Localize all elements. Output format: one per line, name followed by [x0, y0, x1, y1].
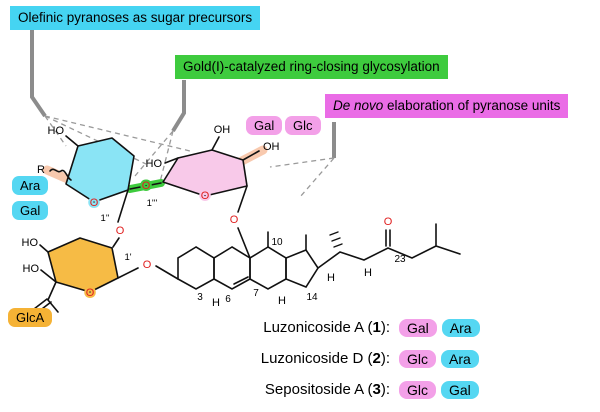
annotation-text: Olefinic pyranoses as sugar precursors [18, 10, 253, 25]
anomeric-label: 1''' [147, 198, 158, 209]
position-number: 7 [253, 288, 259, 299]
compound-number: 3 [372, 381, 381, 398]
ketone-oxygen: O [384, 216, 393, 228]
linker-oxygen: O [116, 225, 125, 237]
compound-number: 2 [372, 350, 381, 367]
position-number: 10 [271, 237, 283, 248]
salmon-highlight-r [42, 165, 75, 185]
denovo-italic: De novo [333, 98, 384, 113]
connector-gold [171, 80, 186, 133]
hashed-methyl [329, 231, 343, 248]
ho-label: HO [48, 125, 65, 137]
ring-oxygen: O [90, 197, 99, 209]
oh-label: OH [214, 124, 231, 136]
anomeric-label: 1' [124, 252, 131, 263]
legend-row: Luzonicoside D (2): Glc Ara [150, 343, 480, 374]
connector-olefinic [30, 30, 47, 118]
position-number: 23 [394, 254, 406, 265]
legend-sugar-badge: Gal [399, 318, 437, 337]
glucuronic-acid-ring [47, 237, 119, 293]
compound-name-suffix: ): [380, 319, 390, 336]
legend-sugar-badge: Ara [441, 349, 479, 368]
annotation-text: Gold(I)-catalyzed ring-closing glycosyla… [183, 59, 440, 74]
position-number: 6 [225, 294, 231, 305]
compound-legend: Luzonicoside A (1): Gal Ara Luzonicoside… [150, 312, 480, 405]
oh-label: OH [263, 141, 280, 153]
bridge-oxygen: O [230, 214, 239, 226]
double-bond-6-7 [233, 276, 249, 285]
compound-name-text: Sepositoside A ( [264, 381, 373, 398]
compound-name: Luzonicoside A (1): [150, 319, 394, 336]
compound-name-text: Luzonicoside D ( [260, 350, 373, 367]
stereo-h: H [278, 295, 286, 307]
r-group-label: R [37, 164, 45, 176]
compound-name-suffix: ): [380, 381, 390, 398]
annotation-box-de-novo: De novo elaboration of pyranose units [325, 94, 569, 118]
atom-labels: HO R O 1'' HO OH OH O 1''' HO HO O O 1' … [22, 124, 406, 320]
sugar-tag-label: Gal [20, 203, 41, 218]
compound-number: 1 [372, 319, 381, 336]
compound-name-suffix: ): [380, 350, 390, 367]
legend-sugar-badge: Glc [399, 349, 436, 368]
ring-oxygen: O [86, 287, 95, 299]
sugar-tag-label: GlcA [16, 310, 45, 325]
legend-row: Sepositoside A (3): Glc Gal [150, 374, 480, 405]
legend-row: Luzonicoside A (1): Gal Ara [150, 312, 480, 343]
stereo-h: H [327, 272, 335, 284]
position-number: 14 [306, 292, 318, 303]
legend-sugar-badge: Glc [399, 380, 436, 399]
denovo-rest: elaboration of pyranose units [383, 98, 561, 113]
stereo-h: H [364, 267, 372, 279]
compound-name: Luzonicoside D (2): [150, 350, 394, 367]
sugar-tag-label: Ara [20, 178, 41, 193]
bonds [33, 135, 461, 313]
sugar-tag-label: Glc [293, 118, 313, 133]
sugar-tag-glc-pink: Glc [285, 116, 321, 135]
annotation-box-gold-catalysis: Gold(I)-catalyzed ring-closing glycosyla… [175, 55, 448, 79]
anomeric-label: 1'' [101, 213, 110, 224]
compound-name: Sepositoside A (3): [150, 381, 394, 398]
annotation-box-olefinic: Olefinic pyranoses as sugar precursors [10, 6, 261, 30]
side-chain [317, 223, 461, 269]
legend-sugar-badge: Ara [441, 318, 480, 337]
ho-label: HO [146, 158, 163, 170]
ring-oxygen: O [201, 190, 210, 202]
compound-name-text: Luzonicoside A ( [263, 319, 373, 336]
wavy-bond-r [49, 168, 72, 181]
linker-oxygen: O [143, 259, 152, 271]
sugar-tag-gal-pink: Gal [246, 116, 283, 135]
cyan-pyranose-ring [65, 137, 135, 203]
ho-label: HO [23, 263, 40, 275]
ho-label: HO [22, 237, 39, 249]
sugar-tag-gal-cyan: Gal [12, 201, 49, 220]
position-number: 3 [197, 292, 203, 303]
stereo-h: H [212, 297, 220, 309]
legend-sugar-badge: Gal [441, 380, 479, 399]
sugar-tag-label: Gal [254, 118, 275, 133]
glycosidic-oxygen: O [142, 180, 151, 192]
sugar-tag-ara-cyan: Ara [12, 176, 49, 195]
sugar-tag-glca-orange: GlcA [8, 308, 53, 327]
